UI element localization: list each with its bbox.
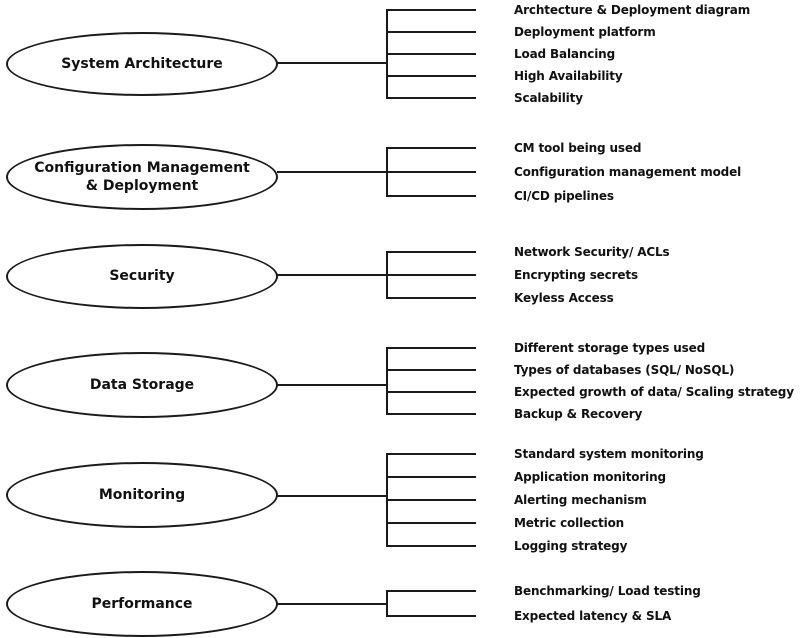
branch-line <box>386 347 476 349</box>
leaf-label[interactable]: Keyless Access <box>514 290 614 305</box>
branch-row: Expected growth of data/ Scaling strateg… <box>386 381 794 403</box>
topic-node-data-storage[interactable]: Data Storage <box>6 352 278 418</box>
leaf-label[interactable]: Types of databases (SQL/ NoSQL) <box>514 363 735 377</box>
branch-line <box>386 171 476 173</box>
leaf-label[interactable]: Archtecture & Deployment diagram <box>514 3 751 17</box>
topic-label: Data Storage <box>89 376 195 393</box>
branch-line <box>386 544 476 547</box>
branch-line <box>386 521 476 524</box>
branch-bracket: Different storage types used Types of da… <box>386 337 794 425</box>
branch-line <box>386 369 476 371</box>
branch-row: Application monitoring <box>386 465 704 488</box>
branch-row: CI/CD pipelines <box>386 184 741 208</box>
leaf-label[interactable]: Application monitoring <box>514 469 666 484</box>
topic-label: Security <box>109 268 175 285</box>
branch-line <box>386 75 476 77</box>
branch-row: Deployment platform <box>386 21 750 43</box>
leaf-label[interactable]: Network Security/ ACLs <box>514 244 670 259</box>
branch-line <box>386 452 476 455</box>
branch-bracket: CM tool being used Configuration managem… <box>386 136 741 208</box>
branch-row: Network Security/ ACLs <box>386 240 670 263</box>
leaf-label[interactable]: Deployment platform <box>514 25 656 39</box>
leaf-label[interactable]: CM tool being used <box>514 141 642 155</box>
branch-line <box>386 391 476 393</box>
branch-bracket: Network Security/ ACLs Encrypting secret… <box>386 240 670 309</box>
branch-line <box>386 250 476 253</box>
branch-line <box>386 498 476 501</box>
leaf-label[interactable]: Load Balancing <box>514 47 616 61</box>
branch-row: Metric collection <box>386 511 704 534</box>
leaf-label[interactable]: Different storage types used <box>514 341 706 355</box>
branch-row: Expected latency & SLA <box>386 603 701 628</box>
branch-row: Benchmarking/ Load testing <box>386 578 701 603</box>
branch-row: Load Balancing <box>386 43 750 65</box>
topic-node-security[interactable]: Security <box>6 244 278 309</box>
branch-line <box>386 147 476 149</box>
topic-label: System Architecture <box>61 55 223 72</box>
branch-row: Different storage types used <box>386 337 794 359</box>
branch-row: CM tool being used <box>386 136 741 160</box>
leaf-label[interactable]: Expected growth of data/ Scaling strateg… <box>514 385 794 399</box>
connector-line <box>277 495 386 497</box>
leaf-label[interactable]: Configuration management model <box>514 165 742 179</box>
leaf-label[interactable]: Standard system monitoring <box>514 446 704 461</box>
branch-row: Encrypting secrets <box>386 263 670 286</box>
leaf-label[interactable]: Encrypting secrets <box>514 267 638 282</box>
connector-line <box>277 274 386 276</box>
topic-node-monitoring[interactable]: Monitoring <box>6 462 278 528</box>
branch-line <box>386 53 476 55</box>
branch-row: Scalability <box>386 87 750 109</box>
leaf-label[interactable]: Backup & Recovery <box>514 407 643 421</box>
leaf-label[interactable]: Benchmarking/ Load testing <box>514 583 701 598</box>
branch-row: Types of databases (SQL/ NoSQL) <box>386 359 794 381</box>
branch-line <box>386 31 476 33</box>
topic-node-configuration-management[interactable]: Configuration Management & Deployment <box>6 144 278 210</box>
topic-label: Performance <box>91 595 193 612</box>
leaf-label[interactable]: Metric collection <box>514 515 625 530</box>
branch-line <box>386 195 476 197</box>
leaf-label[interactable]: Scalability <box>514 91 583 105</box>
branch-line <box>386 296 476 299</box>
branch-row: Logging strategy <box>386 534 704 557</box>
branch-line <box>386 614 476 617</box>
branch-bracket: Benchmarking/ Load testing Expected late… <box>386 578 701 628</box>
connector-line <box>277 603 386 605</box>
branch-line <box>386 589 476 592</box>
topic-label: Configuration Management & Deployment <box>34 159 250 194</box>
connector-line <box>277 171 386 173</box>
connector-line <box>277 62 386 64</box>
topic-label: Monitoring <box>98 486 186 503</box>
branch-row: Configuration management model <box>386 160 741 184</box>
connector-line <box>277 384 386 386</box>
branch-row: Keyless Access <box>386 286 670 309</box>
branch-bracket: Archtecture & Deployment diagram Deploym… <box>386 0 750 109</box>
branch-line <box>386 475 476 478</box>
leaf-label[interactable]: High Availability <box>514 69 623 83</box>
leaf-label[interactable]: Logging strategy <box>514 538 628 553</box>
topic-node-performance[interactable]: Performance <box>6 571 278 637</box>
branch-line <box>386 9 476 11</box>
leaf-label[interactable]: Expected latency & SLA <box>514 608 672 623</box>
branch-row: High Availability <box>386 65 750 87</box>
branch-line <box>386 273 476 276</box>
topic-node-system-architecture[interactable]: System Architecture <box>6 32 278 96</box>
branch-row: Archtecture & Deployment diagram <box>386 0 750 21</box>
branch-row: Standard system monitoring <box>386 442 704 465</box>
branch-bracket: Standard system monitoring Application m… <box>386 442 704 557</box>
leaf-label[interactable]: Alerting mechanism <box>514 492 647 507</box>
branch-line <box>386 97 476 99</box>
branch-line <box>386 413 476 415</box>
branch-row: Backup & Recovery <box>386 403 794 425</box>
leaf-label[interactable]: CI/CD pipelines <box>514 189 614 203</box>
branch-row: Alerting mechanism <box>386 488 704 511</box>
